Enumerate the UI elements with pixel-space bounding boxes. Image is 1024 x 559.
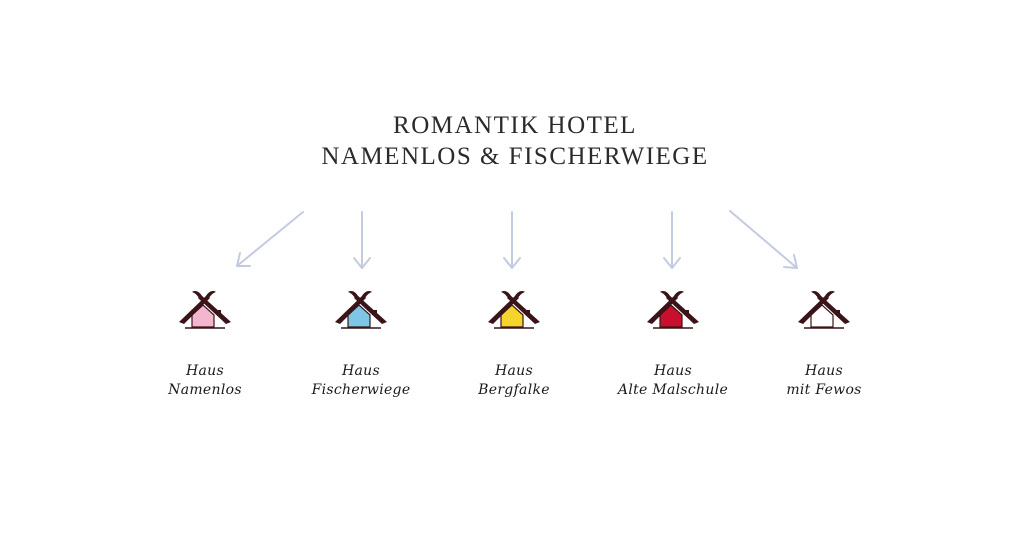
house-pink-icon	[179, 291, 231, 329]
house-label-line2: Fischerwiege	[311, 382, 411, 398]
house-red-icon	[647, 291, 699, 329]
house-white-icon	[798, 291, 850, 329]
house-label-line2: Alte Malschule	[617, 382, 729, 398]
house-link-2[interactable]: Haus Fischerwiege	[291, 288, 431, 400]
house-label-line1: Haus	[495, 363, 533, 379]
house-label-line2: mit Fewos	[786, 382, 862, 398]
house-label-line2: Bergfalke	[478, 382, 550, 398]
arrow-left-down-icon	[236, 211, 304, 267]
house-link-3[interactable]: Haus Bergfalke	[444, 288, 584, 400]
house-link-1[interactable]: Haus Namenlos	[135, 288, 275, 400]
house-link-5[interactable]: Haus mit Fewos	[754, 288, 894, 400]
house-label-line1: Haus	[186, 363, 224, 379]
house-label: Haus Fischerwiege	[291, 362, 431, 400]
house-link-4[interactable]: Haus Alte Malschule	[603, 288, 743, 400]
arrow-down-icon	[663, 211, 681, 269]
hotel-title-line1: ROMANTIK HOTEL	[393, 112, 637, 139]
house-label: Haus Namenlos	[135, 362, 275, 400]
house-label: Haus Bergfalke	[444, 362, 584, 400]
house-label-line1: Haus	[654, 363, 692, 379]
arrow-down-icon	[353, 211, 371, 269]
house-label: Haus mit Fewos	[754, 362, 894, 400]
house-yellow-icon	[488, 291, 540, 329]
arrow-right-down-icon	[729, 210, 798, 269]
house-label-line1: Haus	[805, 363, 843, 379]
hotel-title-line2: NAMENLOS & FISCHERWIEGE	[321, 143, 709, 170]
house-label-line2: Namenlos	[168, 382, 242, 398]
house-blue-icon	[335, 291, 387, 329]
house-label: Haus Alte Malschule	[603, 362, 743, 400]
house-label-line1: Haus	[342, 363, 380, 379]
hotel-title: ROMANTIK HOTEL NAMENLOS & FISCHERWIEGE	[0, 110, 1024, 172]
arrow-down-icon	[503, 211, 521, 269]
